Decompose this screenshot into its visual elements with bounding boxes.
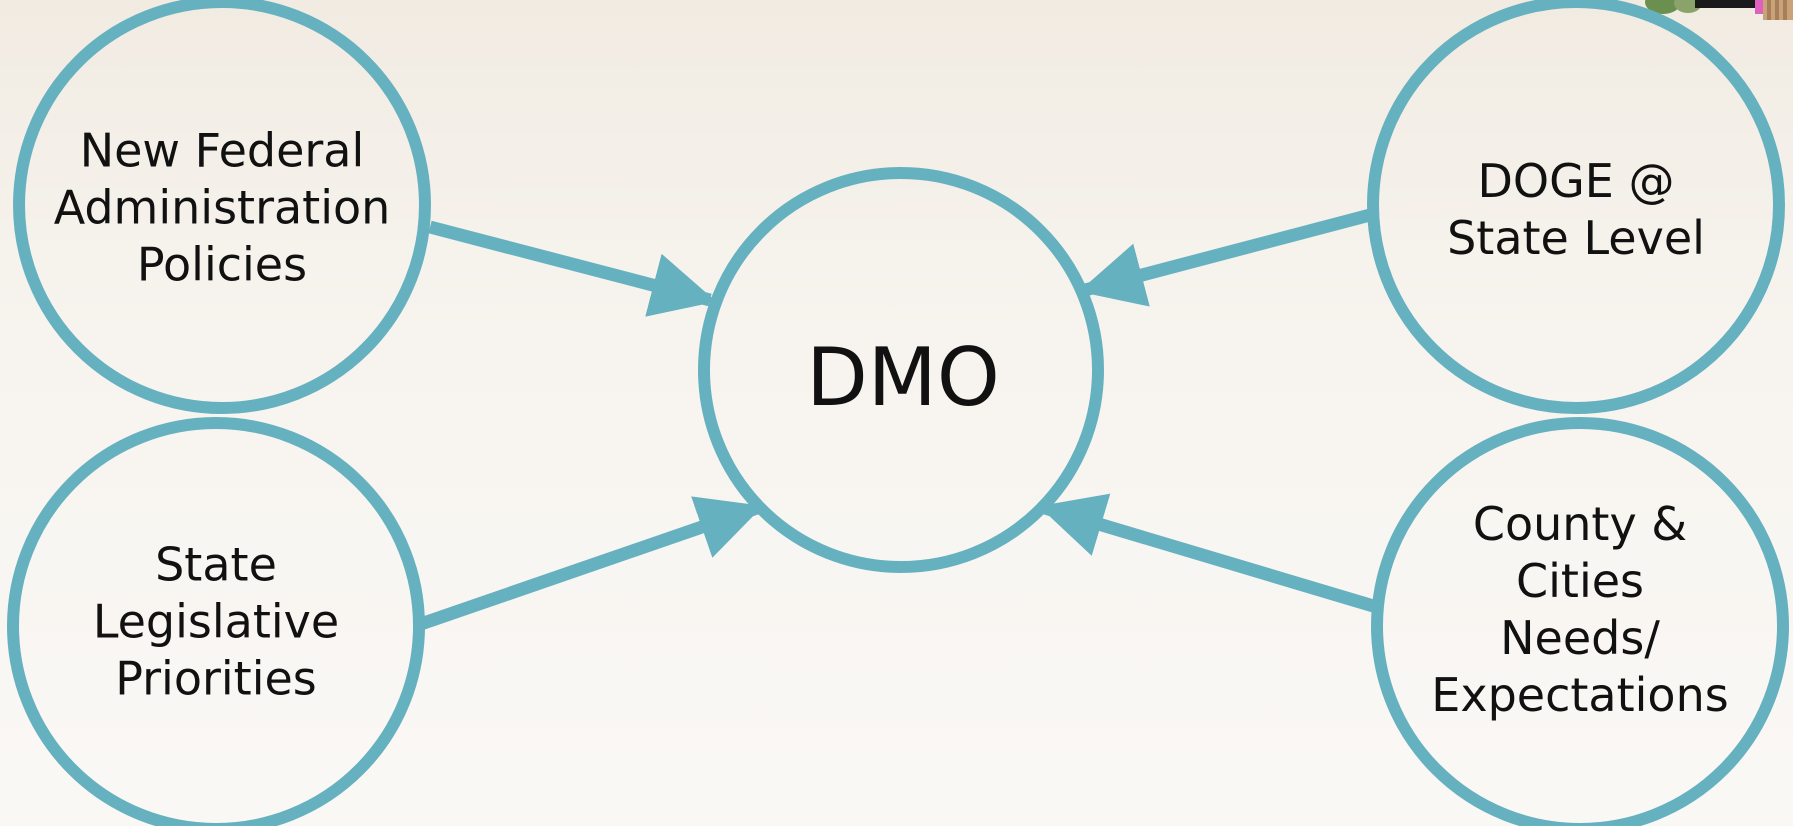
node-circle-dmo	[698, 167, 1104, 573]
node-label-federal: New Federal Administration Policies	[54, 123, 391, 294]
node-label-line: Cities	[1516, 554, 1644, 608]
node-label-line: Needs/	[1500, 611, 1660, 665]
node-label-line: Policies	[136, 237, 308, 292]
node-label-line: Administration	[53, 180, 391, 235]
node-label-line: State	[155, 537, 277, 592]
arrow-county-to-dmo	[1038, 493, 1382, 615]
node-circle-doge	[1367, 0, 1785, 414]
node-label-line: County &	[1472, 497, 1688, 551]
arrow-doge-to-dmo	[1078, 208, 1372, 307]
arrow-state-leg-to-dmo	[415, 496, 764, 632]
center-label-text: DMO	[806, 331, 1000, 424]
node-label-line: Priorities	[115, 651, 317, 706]
node-label-line: Legislative	[92, 594, 340, 649]
node-label-line: State Level	[1447, 211, 1705, 265]
node-circle-federal	[13, 0, 431, 414]
node-label-state-leg: State Legislative Priorities	[93, 537, 339, 708]
node-label-line: DOGE @	[1477, 154, 1675, 208]
node-label-county: County & Cities Needs/ Expectations	[1431, 496, 1728, 724]
node-circle-county	[1371, 417, 1789, 826]
center-label-dmo: DMO	[806, 333, 1000, 423]
node-label-line: Expectations	[1431, 668, 1729, 722]
corner-decorative-image	[1463, 0, 1793, 20]
node-label-line: New Federal	[79, 123, 365, 178]
arrow-federal-to-dmo	[428, 220, 717, 317]
node-label-doge: DOGE @ State Level	[1447, 153, 1705, 267]
node-circle-state-leg	[7, 417, 425, 826]
